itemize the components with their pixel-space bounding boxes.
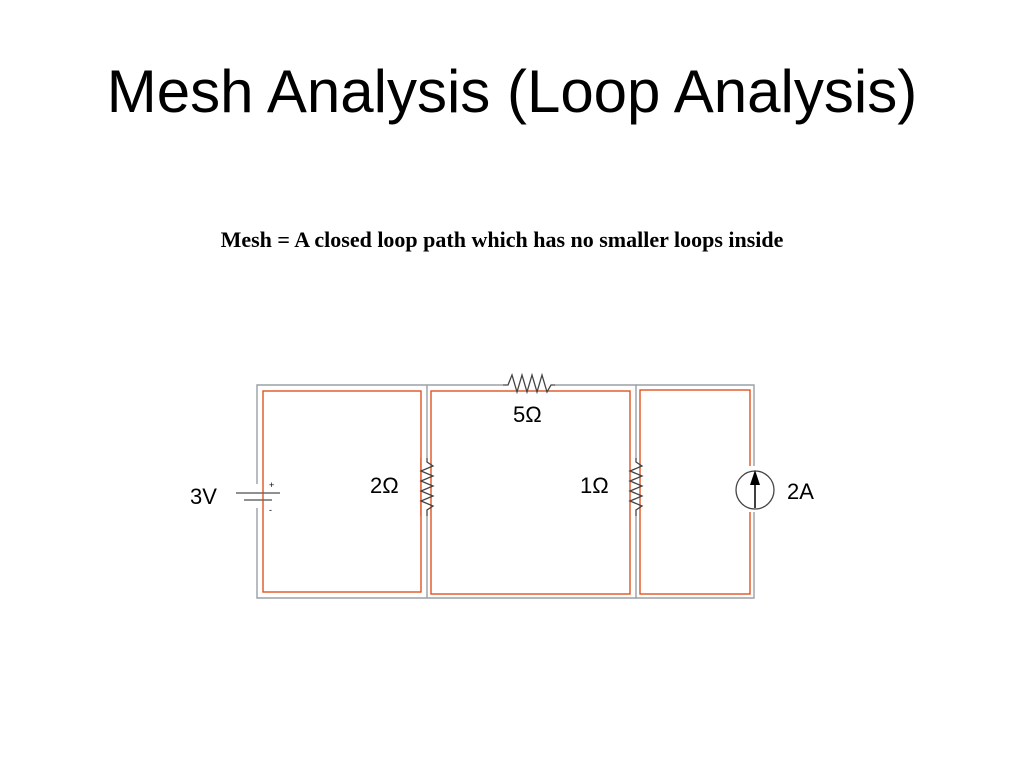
mesh-definition: Mesh = A closed loop path which has no s…	[220, 227, 784, 252]
voltage-source: + - 3V	[190, 478, 280, 515]
current-source: 2A	[734, 466, 814, 512]
resistor-2-ohm-zigzag	[419, 458, 435, 516]
slide-title: Mesh Analysis (Loop Analysis)	[106, 58, 918, 125]
resistor-5-ohm: 5Ω	[503, 372, 555, 427]
voltage-source-label: 3V	[190, 484, 217, 509]
mesh-loop-3	[639, 389, 751, 595]
resistor-5-ohm-label: 5Ω	[513, 402, 542, 427]
resistor-2-ohm-label: 2Ω	[370, 473, 399, 498]
battery-plus-sign: +	[269, 480, 274, 490]
resistor-5-ohm-zigzag	[503, 372, 555, 395]
current-source-label: 2A	[787, 479, 814, 504]
resistor-1-ohm: 1Ω	[580, 458, 644, 516]
mesh-loops	[262, 389, 751, 595]
battery-minus-sign: -	[269, 505, 272, 515]
resistor-1-ohm-zigzag	[628, 458, 644, 516]
circuit-wires	[256, 384, 755, 599]
resistor-1-ohm-label: 1Ω	[580, 473, 609, 498]
resistor-2-ohm: 2Ω	[370, 458, 435, 516]
current-direction-arrow-icon	[750, 470, 760, 485]
